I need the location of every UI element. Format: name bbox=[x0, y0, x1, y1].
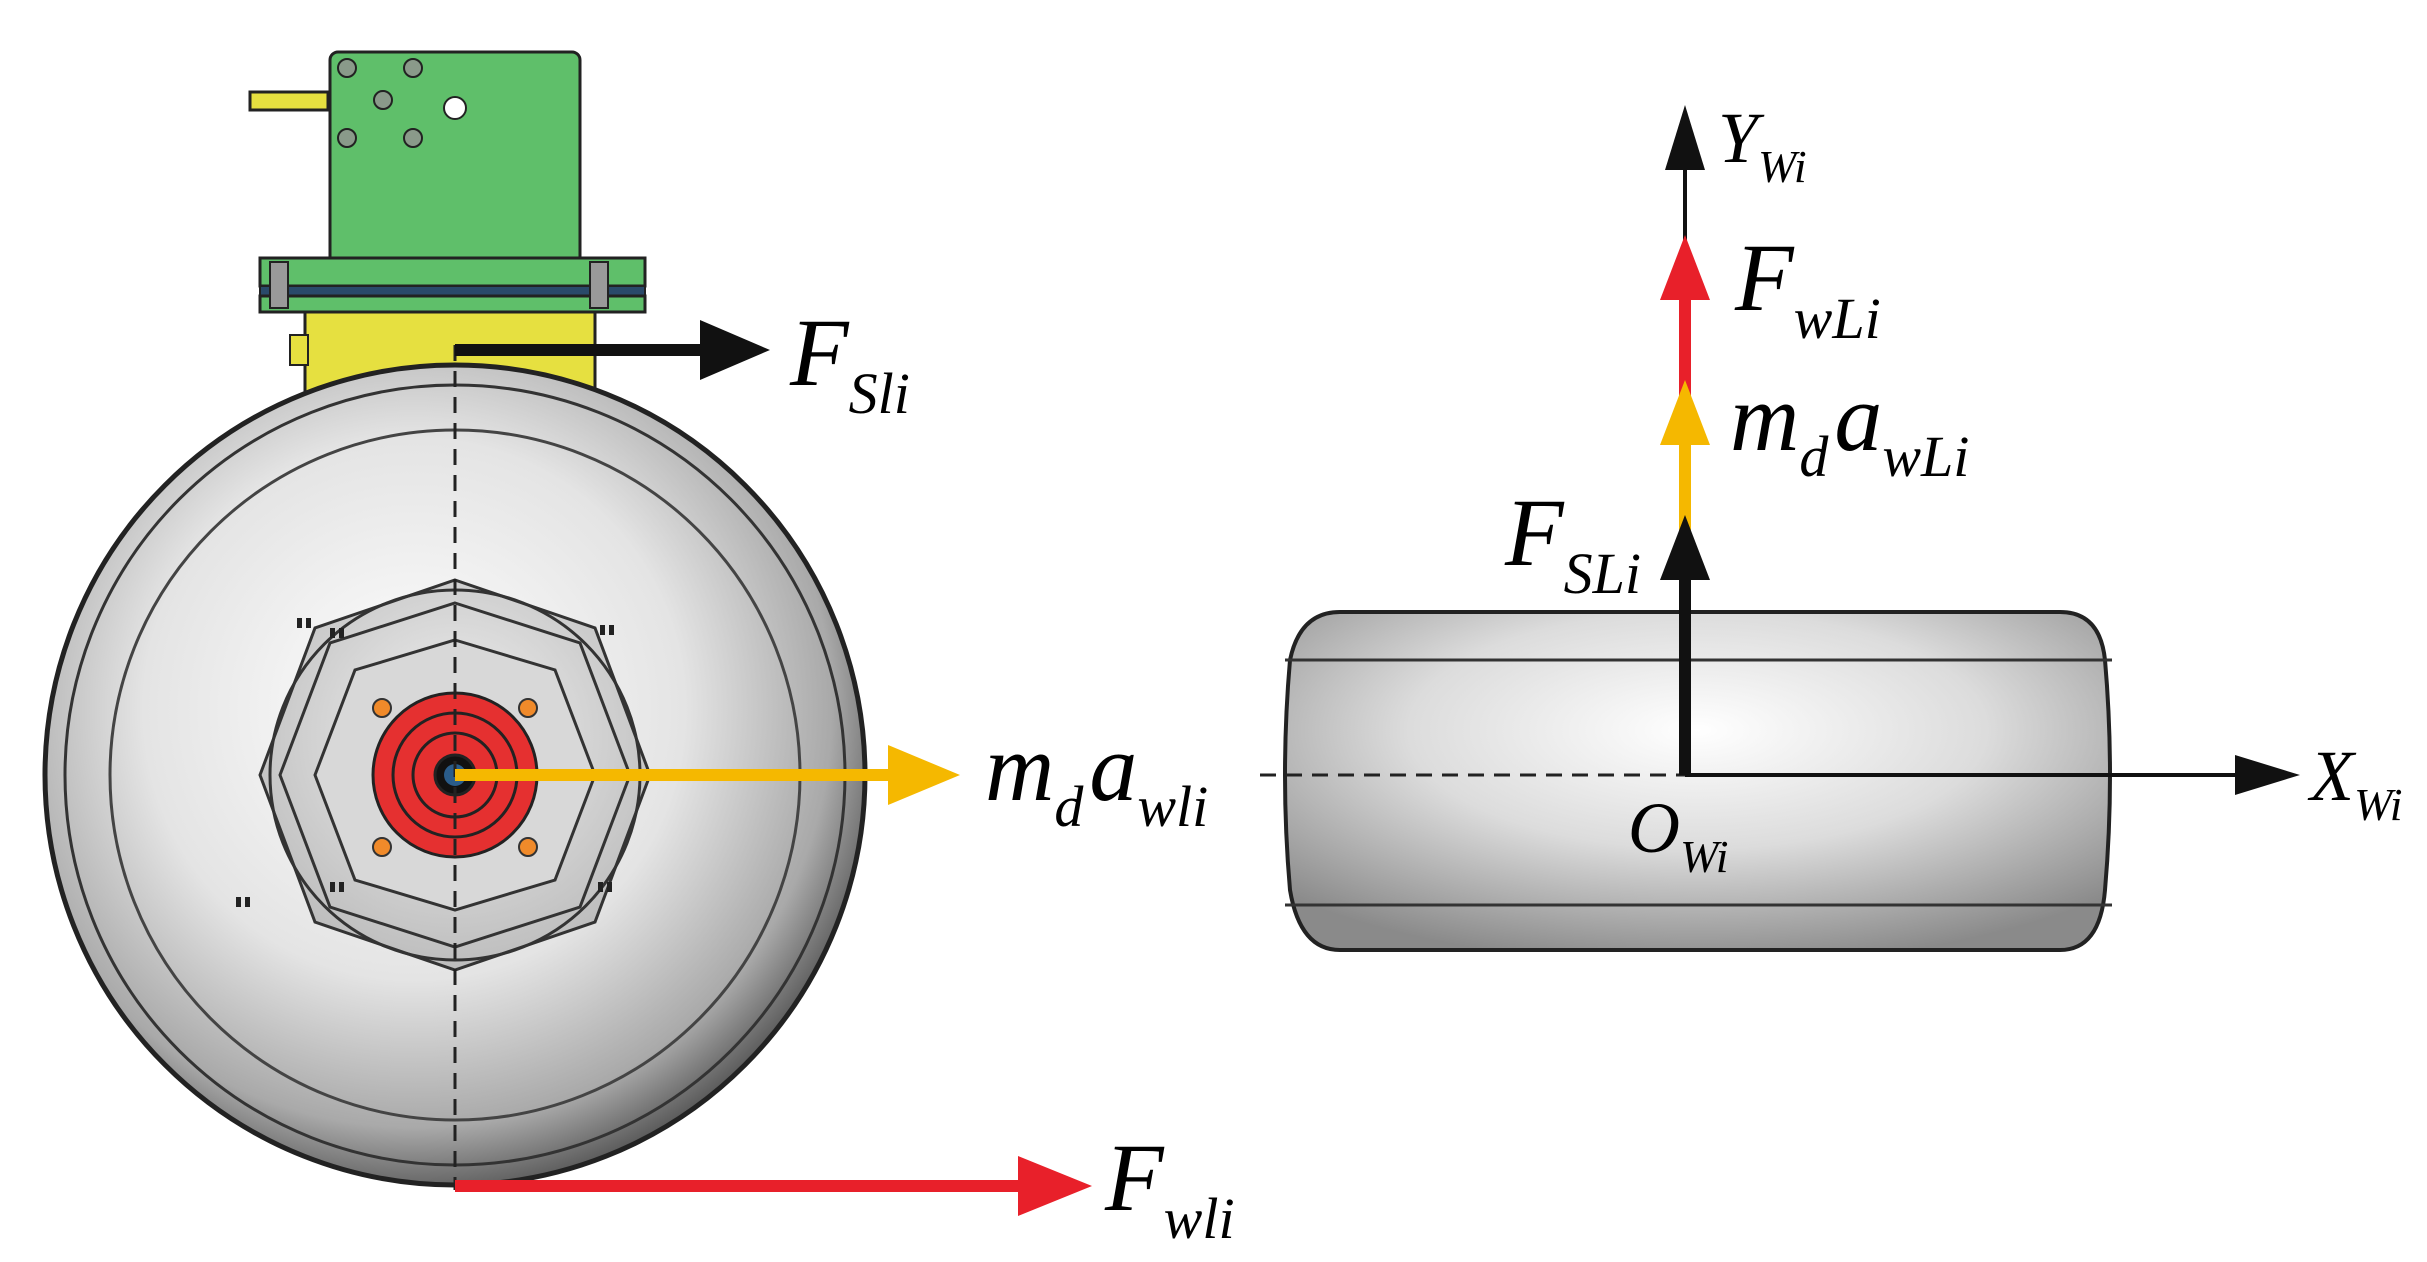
force-arrow-fsli-upper bbox=[1660, 515, 1710, 775]
label-origin-wi: OWi bbox=[1628, 788, 1729, 882]
label-md-awli-upper: mdawLi bbox=[1730, 364, 1969, 489]
bolt-icon bbox=[518, 837, 538, 857]
bolt-icon bbox=[518, 698, 538, 718]
mounting-bracket bbox=[248, 50, 647, 314]
force-arrow-fsli bbox=[455, 320, 770, 380]
side-view-wheel bbox=[1260, 610, 2112, 952]
label-f-wli: Fwli bbox=[1104, 1124, 1235, 1251]
front-view-wheel bbox=[42, 50, 868, 1190]
label-f-sli-upper: FSLi bbox=[1504, 479, 1641, 606]
label-f-sli: FSli bbox=[789, 299, 910, 426]
label-md-awli: mdawli bbox=[985, 714, 1208, 839]
x-axis-arrow bbox=[1685, 755, 2300, 795]
label-x-wi: XWi bbox=[2307, 736, 2403, 830]
label-f-wli-upper: FwLi bbox=[1734, 224, 1881, 351]
force-arrow-md-awli bbox=[455, 745, 960, 805]
label-y-wi: YWi bbox=[1718, 98, 1807, 192]
rim-marks bbox=[236, 618, 614, 907]
force-arrow-fwli-upper bbox=[1660, 235, 1710, 405]
bolt-icon bbox=[372, 698, 392, 718]
bolt-icon bbox=[372, 837, 392, 857]
force-arrow-fwli bbox=[455, 1156, 1092, 1216]
tire-side-profile bbox=[1283, 610, 2112, 952]
